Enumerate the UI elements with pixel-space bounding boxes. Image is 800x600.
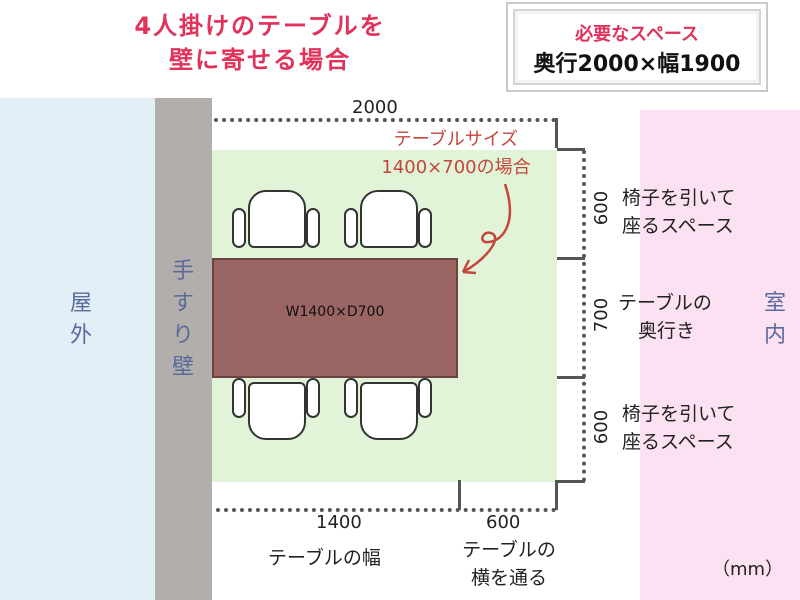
required-space-label: 必要なスペース — [575, 24, 699, 45]
desc-right-3-line-1: 椅子を引いて — [622, 403, 736, 425]
annotation-line-2: 1400×700の場合 — [381, 157, 531, 178]
unit-label: （mm） — [712, 559, 784, 580]
required-space-box: 必要なスペース 奥行2000×幅1900 — [506, 2, 768, 92]
handrail-wall — [155, 98, 212, 600]
chair-bottom-left — [230, 372, 326, 440]
dimension-bottom-2-desc: テーブルの 横を通る — [458, 536, 560, 592]
annotation-arrow — [461, 183, 511, 275]
dimension-right-2-desc: テーブルの 奥行き — [618, 289, 712, 345]
dimension-bottom-2-value: 600 — [486, 512, 521, 533]
desc-bottom-1-line-1: テーブルの幅 — [268, 547, 381, 569]
dimension-tick-bottom-mid — [458, 480, 461, 510]
dimension-tick-right-2 — [557, 257, 585, 260]
dimension-bottom-1-desc: テーブルの幅 — [268, 544, 381, 572]
title-line-2: 壁に寄せる場合 — [169, 46, 351, 74]
wall-char-3: り — [171, 323, 194, 348]
indoor-zone — [640, 110, 800, 600]
wall-char-1: 手 — [171, 259, 194, 284]
wall-label: 手 す り 壁 — [168, 256, 198, 384]
dimension-tick-right-1 — [557, 148, 585, 151]
chair-top-left — [230, 190, 326, 258]
desc-right-1-line-1: 椅子を引いて — [622, 187, 736, 209]
indoor-label: 室 内 — [760, 288, 790, 352]
dimension-right-2-value: 700 — [591, 297, 612, 333]
desc-right-2-line-1: テーブルの — [618, 292, 712, 314]
wall-char-2: す — [171, 291, 194, 316]
required-space-value: 奥行2000×幅1900 — [533, 52, 741, 77]
dimension-line-top — [214, 118, 556, 122]
dimension-tick-bottom-right — [555, 480, 558, 510]
desc-right-1-line-2: 座るスペース — [622, 215, 734, 237]
dimension-right-3-desc: 椅子を引いて 座るスペース — [622, 400, 735, 456]
required-space-inner: 必要なスペース 奥行2000×幅1900 — [518, 14, 756, 80]
title-line-1: 4人掛けのテーブルを — [134, 12, 386, 40]
chair-bottom-right — [342, 372, 438, 440]
table-size-annotation: テーブルサイズ 1400×700の場合 — [366, 126, 546, 182]
desc-right-2-line-2: 奥行き — [638, 320, 696, 342]
dimension-right-1-value: 600 — [591, 190, 612, 226]
desc-right-3-line-2: 座るスペース — [622, 431, 734, 453]
dimension-tick-right-3 — [557, 376, 585, 379]
chair-top-right — [342, 190, 438, 258]
dimension-bottom-1-value: 1400 — [316, 512, 362, 533]
desc-bottom-2-line-1: テーブルの — [462, 539, 556, 561]
annotation-line-1: テーブルサイズ — [393, 129, 519, 150]
dimension-right-1-desc: 椅子を引いて 座るスペース — [622, 184, 735, 240]
outdoor-char-2: 外 — [69, 323, 92, 348]
dimension-line-right — [582, 150, 586, 482]
dimension-tick-right-4 — [557, 480, 585, 483]
outdoor-zone — [0, 98, 155, 600]
dining-table: W1400×D700 — [212, 258, 458, 378]
outdoor-char-1: 屋 — [69, 291, 92, 316]
indoor-char-2: 内 — [763, 323, 786, 348]
outdoor-label: 屋 外 — [66, 288, 96, 352]
dimension-line-bottom — [216, 508, 556, 512]
indoor-char-1: 室 — [763, 291, 786, 316]
table-size-label: W1400×D700 — [285, 304, 385, 320]
dimension-right-3-value: 600 — [591, 409, 612, 445]
wall-char-4: 壁 — [171, 355, 194, 380]
dimension-top-total: 2000 — [352, 97, 398, 118]
dimension-tick-top — [555, 118, 558, 148]
desc-bottom-2-line-2: 横を通る — [470, 567, 547, 589]
